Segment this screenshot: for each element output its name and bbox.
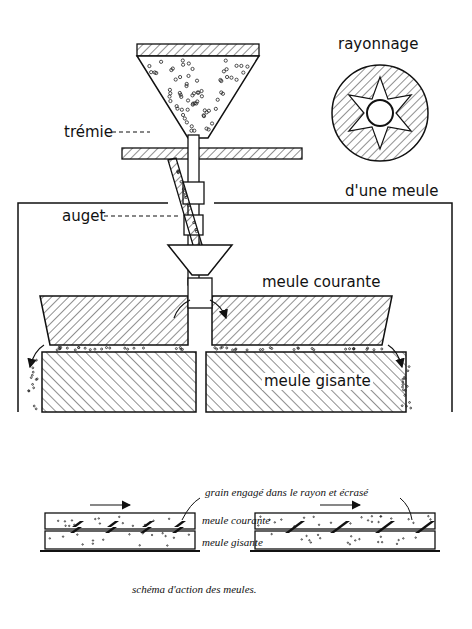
part-label: meule courante: [202, 514, 270, 526]
frame: [18, 203, 452, 412]
part-label: meule courante: [262, 274, 380, 291]
runner-stone: [40, 296, 188, 345]
part-label: auget: [62, 208, 105, 225]
part-label: trémie: [64, 124, 113, 141]
figure-title: d'une meule: [345, 183, 438, 200]
part-label: meule gisante: [262, 373, 373, 390]
part-label: meule gisante: [202, 536, 263, 548]
bed-stone: [42, 352, 196, 412]
beam: [122, 148, 302, 159]
figure-title: rayonnage: [338, 36, 418, 53]
note: grain engagé dans le rayon et écrasé: [205, 486, 368, 498]
leader-line: [104, 215, 178, 216]
stone-dressing: [332, 65, 428, 161]
hopper: [137, 56, 259, 138]
action-schema: [40, 498, 440, 551]
caption: schéma d'action des meules.: [132, 583, 257, 595]
hopper-rim: [137, 44, 259, 56]
leader-line: [112, 131, 150, 132]
eye-funnel: [168, 245, 232, 275]
